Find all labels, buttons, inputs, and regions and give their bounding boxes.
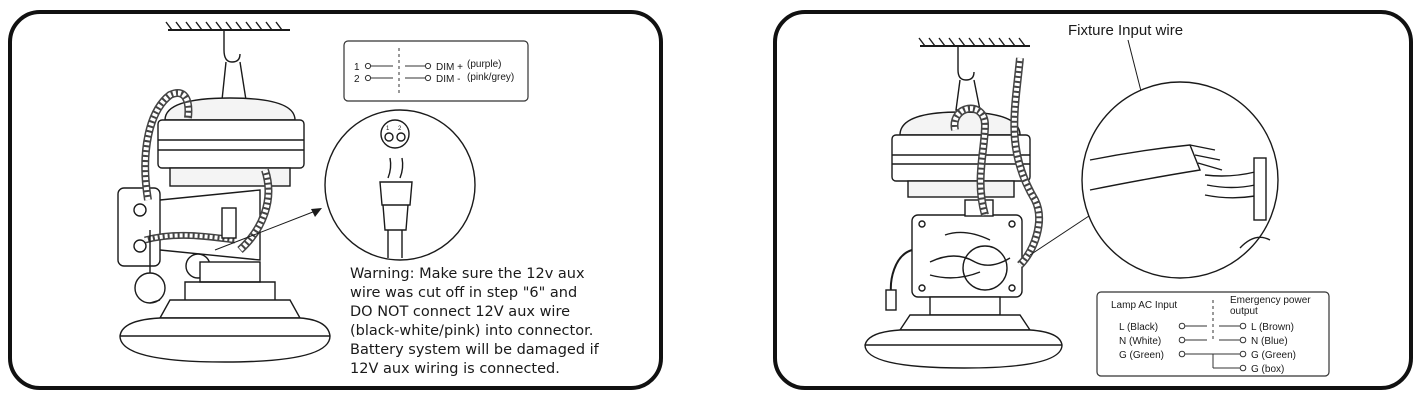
dim-row-2-number: 2	[354, 74, 360, 85]
dim-row-1-color: (purple)	[467, 59, 501, 70]
lamp-ac-input-header: Lamp AC Input	[1111, 300, 1177, 311]
connector-magnifier: 1 2	[324, 109, 476, 261]
right-fixture-illustration	[864, 37, 1102, 369]
warning-line-2: wire was cut off in step "6" and	[350, 285, 577, 301]
dim-row-1-label: DIM +	[436, 62, 463, 73]
left-fixture-illustration	[117, 21, 331, 363]
dim-legend-frame	[343, 40, 529, 102]
dim-row-1-number: 1	[354, 62, 360, 73]
warning-line-6: 12V aux wiring is connected.	[350, 361, 560, 377]
warning-line-4: (black-white/pink) into connector.	[350, 323, 593, 339]
right-panel: Fixture Input wire	[773, 10, 1413, 390]
input-g-green: G (Green)	[1119, 350, 1164, 361]
emergency-output-header-line1: Emergency power	[1230, 295, 1311, 306]
output-g-green: G (Green)	[1251, 350, 1296, 361]
output-l-brown: L (Brown)	[1251, 322, 1294, 333]
warning-line-3: DO NOT connect 12V aux wire	[350, 304, 570, 320]
output-g-box: G (box)	[1251, 364, 1284, 375]
input-n-white: N (White)	[1119, 336, 1161, 347]
dim-row-2-color: (pink/grey)	[467, 72, 514, 83]
output-n-blue: N (Blue)	[1251, 336, 1288, 347]
connector-pin-2: 2	[398, 126, 402, 132]
wiring-legend-frame	[1096, 291, 1330, 377]
left-panel-frame	[8, 10, 663, 390]
dim-legend: 1 DIM + (purple) 2 DIM - (pink/grey)	[343, 40, 529, 102]
connector-pin-1: 1	[386, 126, 390, 132]
warning-line-1: Warning: Make sure the 12v aux	[350, 266, 585, 282]
dim-legend-row-2: 2 DIM - (pink/grey)	[354, 72, 514, 85]
input-l-black: L (Black)	[1119, 322, 1158, 333]
right-panel-frame	[773, 10, 1413, 390]
fixture-input-wire-label: Fixture Input wire	[1068, 22, 1183, 39]
warning-line-5: Battery system will be damaged if	[350, 342, 600, 358]
dim-legend-row-1: 1 DIM + (purple)	[354, 59, 501, 73]
left-panel: 1 DIM + (purple) 2 DIM - (pink/grey)	[8, 10, 663, 390]
warning-text: Warning: Make sure the 12v aux wire was …	[350, 266, 600, 377]
dim-row-2-label: DIM -	[436, 74, 460, 85]
wiring-legend: Lamp AC Input Emergency power output L (…	[1096, 291, 1330, 377]
emergency-output-header-line2: output	[1230, 306, 1258, 317]
wire-magnifier	[1081, 81, 1279, 279]
